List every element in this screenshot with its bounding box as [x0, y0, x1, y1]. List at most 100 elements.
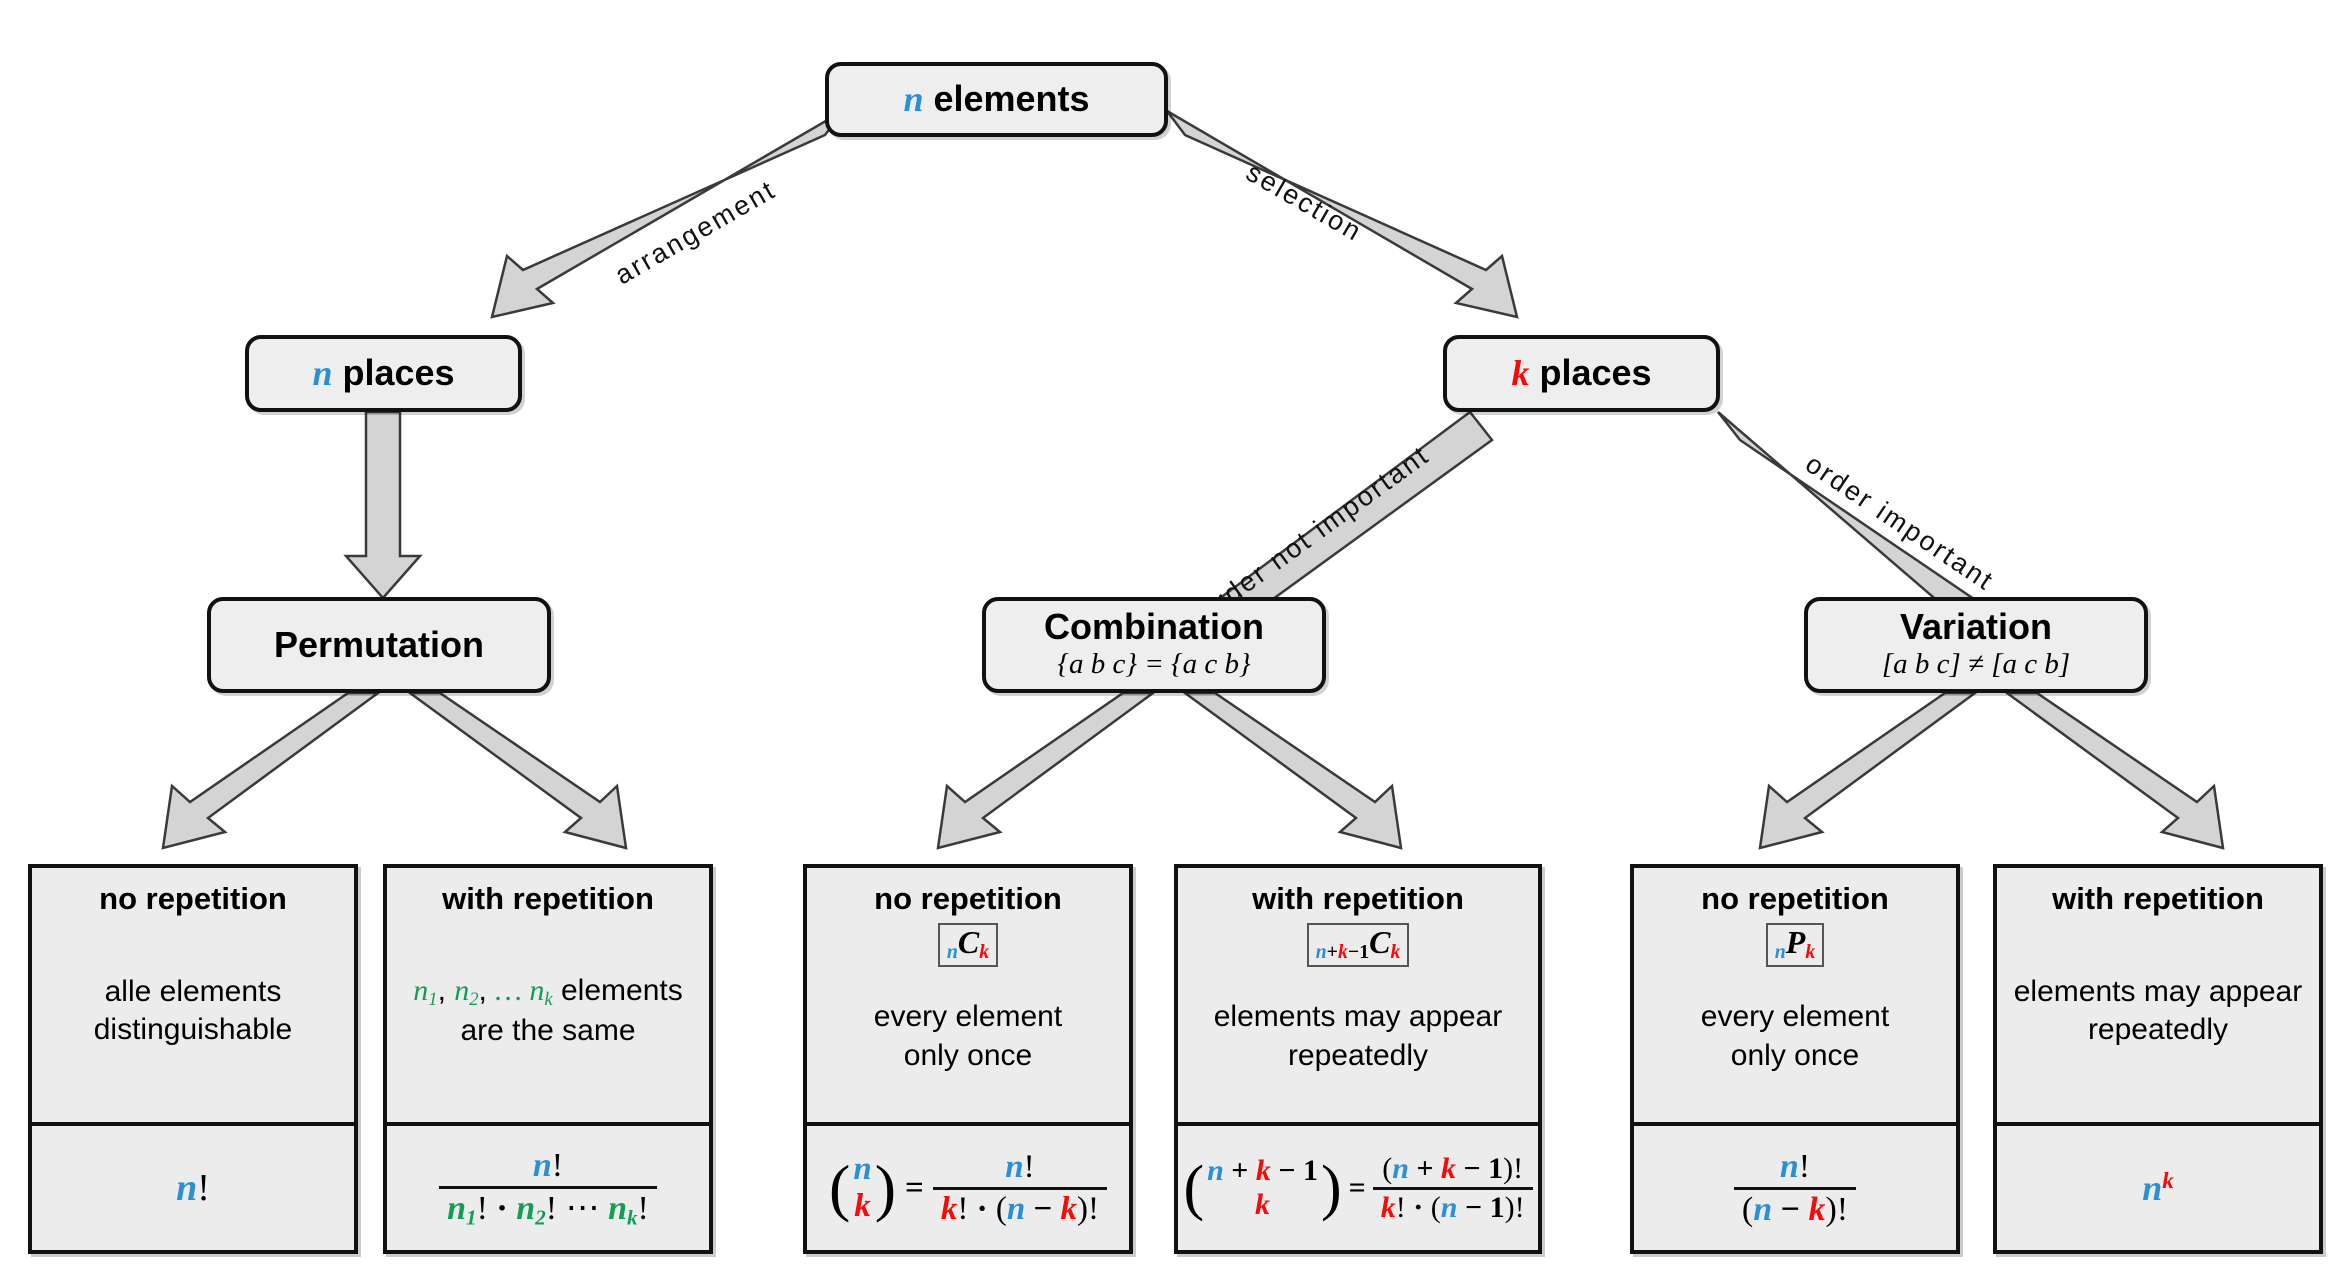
leaf-head: no repetition [1701, 881, 1889, 916]
leaf-head: with repetition [1252, 881, 1464, 916]
edge-combination-right [1181, 691, 1403, 850]
edge-variation-right [2003, 691, 2225, 850]
node-combination[interactable]: Combination {a b c} = {a c b} [982, 597, 1326, 693]
symbol-letter-P: P [1785, 924, 1806, 961]
node-permutation[interactable]: Permutation [207, 597, 551, 693]
leaf-desc-line2: are the same [460, 1013, 636, 1047]
fraction-denominator: k! · (n − k)! [932, 1186, 1107, 1227]
symbol-notation-box: n+k−1Ck [1306, 923, 1410, 968]
leaf-desc-line2: repeatedly [2087, 1013, 2229, 1047]
fraction-numerator: (n + k − 1)! [1382, 1152, 1524, 1185]
leaf-description: elements may appear repeatedly [1208, 994, 1509, 1085]
root-variable: n [903, 79, 924, 120]
symbol-sub-k: k [1390, 941, 1401, 964]
node-combination-title: Combination [1044, 606, 1264, 648]
node-variation[interactable]: Variation [a b c] ≠ [a c b] [1804, 597, 2148, 693]
node-k-places-title: k places [1511, 354, 1651, 393]
leaf-top: with repetition n1, n2, … nk elements ar… [387, 868, 709, 1122]
edge-permutation-right [406, 691, 628, 850]
leaf-desc-line1: elements may appear [2013, 974, 2303, 1008]
n-places-label: places [342, 352, 455, 394]
fraction-denominator: k! · (n − 1)! [1372, 1186, 1533, 1224]
leaf-top: no repetition alle elements distinguisha… [32, 868, 354, 1122]
fraction-denominator: n1! · n2! ⋯ nk! [439, 1185, 657, 1229]
leaf-top: no repetition nPk every element only onc… [1634, 868, 1956, 1122]
leaf-variation-with-repetition[interactable]: with repetition elements may appear repe… [1993, 864, 2323, 1254]
leaf-formula: ( n + k − 1 k ) = (n + k − 1)! k! · (n −… [1178, 1122, 1538, 1250]
fraction: n! (n − k)! [1733, 1147, 1857, 1228]
leaf-head: no repetition [874, 881, 1062, 916]
leaf-permutation-with-repetition[interactable]: with repetition n1, n2, … nk elements ar… [383, 864, 713, 1254]
node-combination-subtitle: {a b c} = {a c b} [1057, 648, 1251, 681]
node-variation-title: Variation [1899, 606, 2053, 648]
symbol-sub-k: k [979, 941, 990, 964]
fraction: (n + k − 1)! k! · (n − 1)! [1372, 1152, 1533, 1224]
fraction: n! n1! · n2! ⋯ nk! [439, 1148, 657, 1228]
edge-label-arrangement: arrangement [610, 174, 781, 290]
leaf-description: elements may appear repeatedly [2008, 969, 2309, 1060]
leaf-permutation-no-repetition[interactable]: no repetition alle elements distinguisha… [28, 864, 358, 1254]
leaf-desc-line1: alle elements [104, 974, 282, 1008]
edge-combination-left [936, 691, 1157, 850]
formula-exponent-k: k [2162, 1167, 2174, 1194]
leaf-desc-line1: n1, n2, … nk elements [413, 974, 683, 1010]
leaf-description: alle elements distinguishable [88, 969, 298, 1060]
symbol-subscript-expression: n+k−1 [1315, 941, 1370, 964]
leaf-formula: n! (n − k)! [1634, 1122, 1956, 1250]
equals-sign: = [905, 1169, 924, 1206]
n-places-variable: n [312, 353, 333, 394]
leaf-head: with repetition [442, 881, 654, 916]
edge-variation-left [1758, 691, 1979, 850]
leaf-description: every element only once [1695, 994, 1895, 1085]
node-variation-subtitle: [a b c] ≠ [a c b] [1881, 648, 2071, 681]
leaf-formula: n! [32, 1122, 354, 1250]
leaf-top: no repetition nCk every element only onc… [807, 868, 1129, 1122]
node-permutation-title: Permutation [273, 624, 485, 666]
symbol-sub-k: k [1805, 941, 1816, 964]
k-places-variable: k [1511, 353, 1530, 394]
leaf-formula: ( n k ) = n! k! · (n − k)! [807, 1122, 1129, 1250]
symbol-letter-C: C [957, 924, 980, 961]
leaf-desc-line1: every element [1700, 1000, 1890, 1034]
leaf-head: with repetition [2052, 881, 2264, 916]
leaf-combination-no-repetition[interactable]: no repetition nCk every element only onc… [803, 864, 1133, 1254]
leaf-desc-line2: only once [1730, 1038, 1860, 1072]
leaf-head: no repetition [99, 881, 287, 916]
fraction-numerator: n! [1779, 1147, 1811, 1185]
edge-arrangement [490, 109, 844, 319]
node-k-places[interactable]: k places [1443, 335, 1720, 412]
leaf-desc-line1: every element [873, 1000, 1063, 1034]
leaf-desc-line1: elements may appear [1213, 1000, 1503, 1034]
leaf-formula: n! n1! · n2! ⋯ nk! [387, 1122, 709, 1250]
leaf-combination-with-repetition[interactable]: with repetition n+k−1Ck elements may app… [1174, 864, 1542, 1254]
formula-factorial: ! [197, 1167, 210, 1209]
edge-permutation-left [161, 691, 382, 850]
edge-label-selection: selection [1241, 157, 1368, 248]
node-root-title: n elements [903, 80, 1089, 119]
symbol-sub-n: n [1774, 941, 1786, 964]
symbol-notation-box: nCk [937, 923, 999, 968]
leaf-variation-no-repetition[interactable]: no repetition nPk every element only onc… [1630, 864, 1960, 1254]
binomial-coefficient: ( n + k − 1 k ) [1183, 1153, 1342, 1222]
symbol-letter-C: C [1369, 924, 1391, 961]
formula-base-n: n [2142, 1168, 2163, 1208]
fraction-numerator: n! [1005, 1148, 1035, 1185]
edge-selection [1166, 109, 1519, 319]
leaf-top: with repetition elements may appear repe… [1997, 868, 2319, 1122]
leaf-desc-line2: only once [903, 1038, 1033, 1072]
formula-var-n: n [176, 1167, 198, 1209]
node-n-places[interactable]: n places [245, 335, 522, 412]
edge-n-places-to-permutation [343, 410, 423, 600]
equals-sign: = [1348, 1171, 1366, 1204]
node-root-n-elements[interactable]: n elements [825, 62, 1168, 137]
edge-label-order-important: order important [1800, 448, 2000, 596]
k-places-label: places [1539, 352, 1652, 394]
leaf-desc-line2: repeatedly [1287, 1038, 1429, 1072]
fraction-denominator: (n − k)! [1733, 1186, 1857, 1228]
root-label: elements [933, 78, 1090, 120]
leaf-desc-line2: distinguishable [93, 1013, 293, 1047]
symbol-notation-box: nPk [1765, 923, 1825, 968]
binomial-coefficient: ( n k ) [829, 1151, 896, 1224]
